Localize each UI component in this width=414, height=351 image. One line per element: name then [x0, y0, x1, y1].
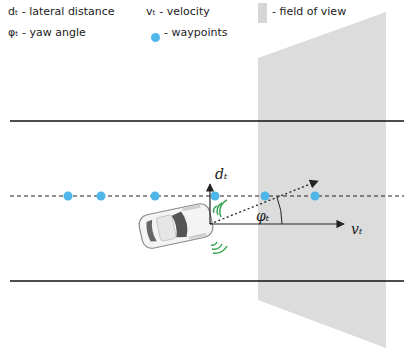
heading-arrow [210, 181, 318, 224]
symbol-definition: φₜ - yaw angle [8, 27, 86, 39]
symbol-definition: vₜ - velocity [146, 6, 210, 18]
yaw-angle-label: φₜ [256, 209, 269, 223]
road-edge [10, 280, 404, 281]
road-edge [10, 120, 404, 121]
legend-label: - field of view [272, 6, 346, 18]
legend-label: - waypoints [164, 27, 228, 39]
symbol-definition: dₜ - lateral distance [8, 6, 115, 18]
waypoints [64, 192, 320, 201]
lateral-arrow [209, 184, 210, 224]
yaw-arc [277, 197, 282, 224]
field-of-view-swatch [258, 3, 267, 23]
velocity-arrow [210, 223, 344, 224]
sensor-waves [211, 200, 227, 253]
car [137, 202, 214, 250]
lateral-distance-label: dₜ [215, 167, 227, 181]
velocity-label: vₜ [351, 222, 362, 236]
field-of-view [258, 12, 386, 348]
waypoint-swatch [151, 33, 160, 42]
